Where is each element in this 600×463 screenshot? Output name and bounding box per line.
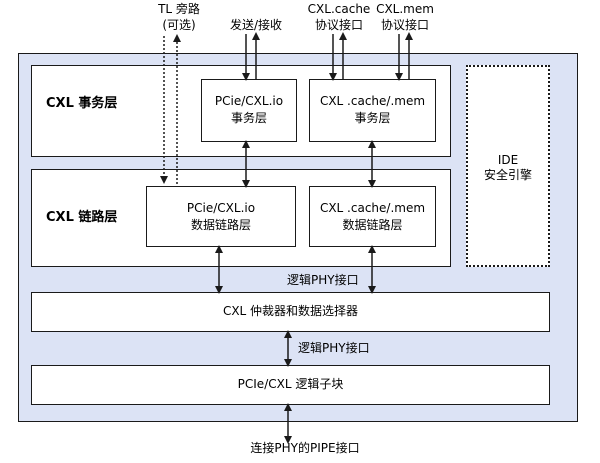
logical-subblock-box bbox=[31, 365, 550, 405]
logical-subblock-label: PCIe/CXL 逻辑子块 bbox=[237, 377, 344, 391]
pcie-transaction-label-2: 事务层 bbox=[230, 111, 267, 125]
tl-bypass-label-1: TL 旁路 bbox=[158, 2, 200, 16]
link-layer-title: CXL 链路层 bbox=[46, 210, 118, 225]
ide-label-1: IDE bbox=[497, 153, 519, 167]
cxl-cache-mem-link-box bbox=[309, 186, 436, 247]
pcie-link-label-1: PCie/CXL.io bbox=[186, 201, 256, 215]
pcie-transaction-label-1: PCie/CXL.io bbox=[214, 94, 284, 108]
send-receive-label: 发送/接收 bbox=[229, 18, 283, 32]
pipe-interface-label: 连接PHY的PIPE接口 bbox=[250, 441, 360, 455]
cxl-cache-interface-label-1: CXL.cache bbox=[307, 2, 371, 16]
arbiter-label: CXL 仲裁器和数据选择器 bbox=[222, 304, 359, 318]
cxl-cache-interface-label-2: 协议接口 bbox=[314, 18, 363, 32]
cache-link-label-2: 数据链路层 bbox=[342, 218, 403, 232]
ide-label-2: 安全引擎 bbox=[483, 168, 532, 182]
transaction-layer-title: CXL 事务层 bbox=[46, 96, 118, 111]
tl-bypass-label-2: (可选) bbox=[162, 18, 196, 32]
pcie-cxl-io-link-box bbox=[146, 186, 296, 247]
ide-security-engine-box bbox=[466, 65, 550, 267]
logical-phy-interface-label-1: 逻辑PHY接口 bbox=[287, 273, 359, 287]
cache-link-label-1: CXL .cache/.mem bbox=[319, 201, 426, 215]
cxl-mem-interface-label-1: CXL.mem bbox=[376, 2, 434, 16]
cache-transaction-label-2: 事务层 bbox=[354, 111, 391, 125]
cache-transaction-label-1: CXL .cache/.mem bbox=[319, 94, 426, 108]
cxl-mem-interface-label-2: 协议接口 bbox=[380, 18, 429, 32]
pcie-link-label-2: 数据链路层 bbox=[190, 218, 251, 232]
logical-phy-interface-label-2: 逻辑PHY接口 bbox=[298, 341, 370, 355]
